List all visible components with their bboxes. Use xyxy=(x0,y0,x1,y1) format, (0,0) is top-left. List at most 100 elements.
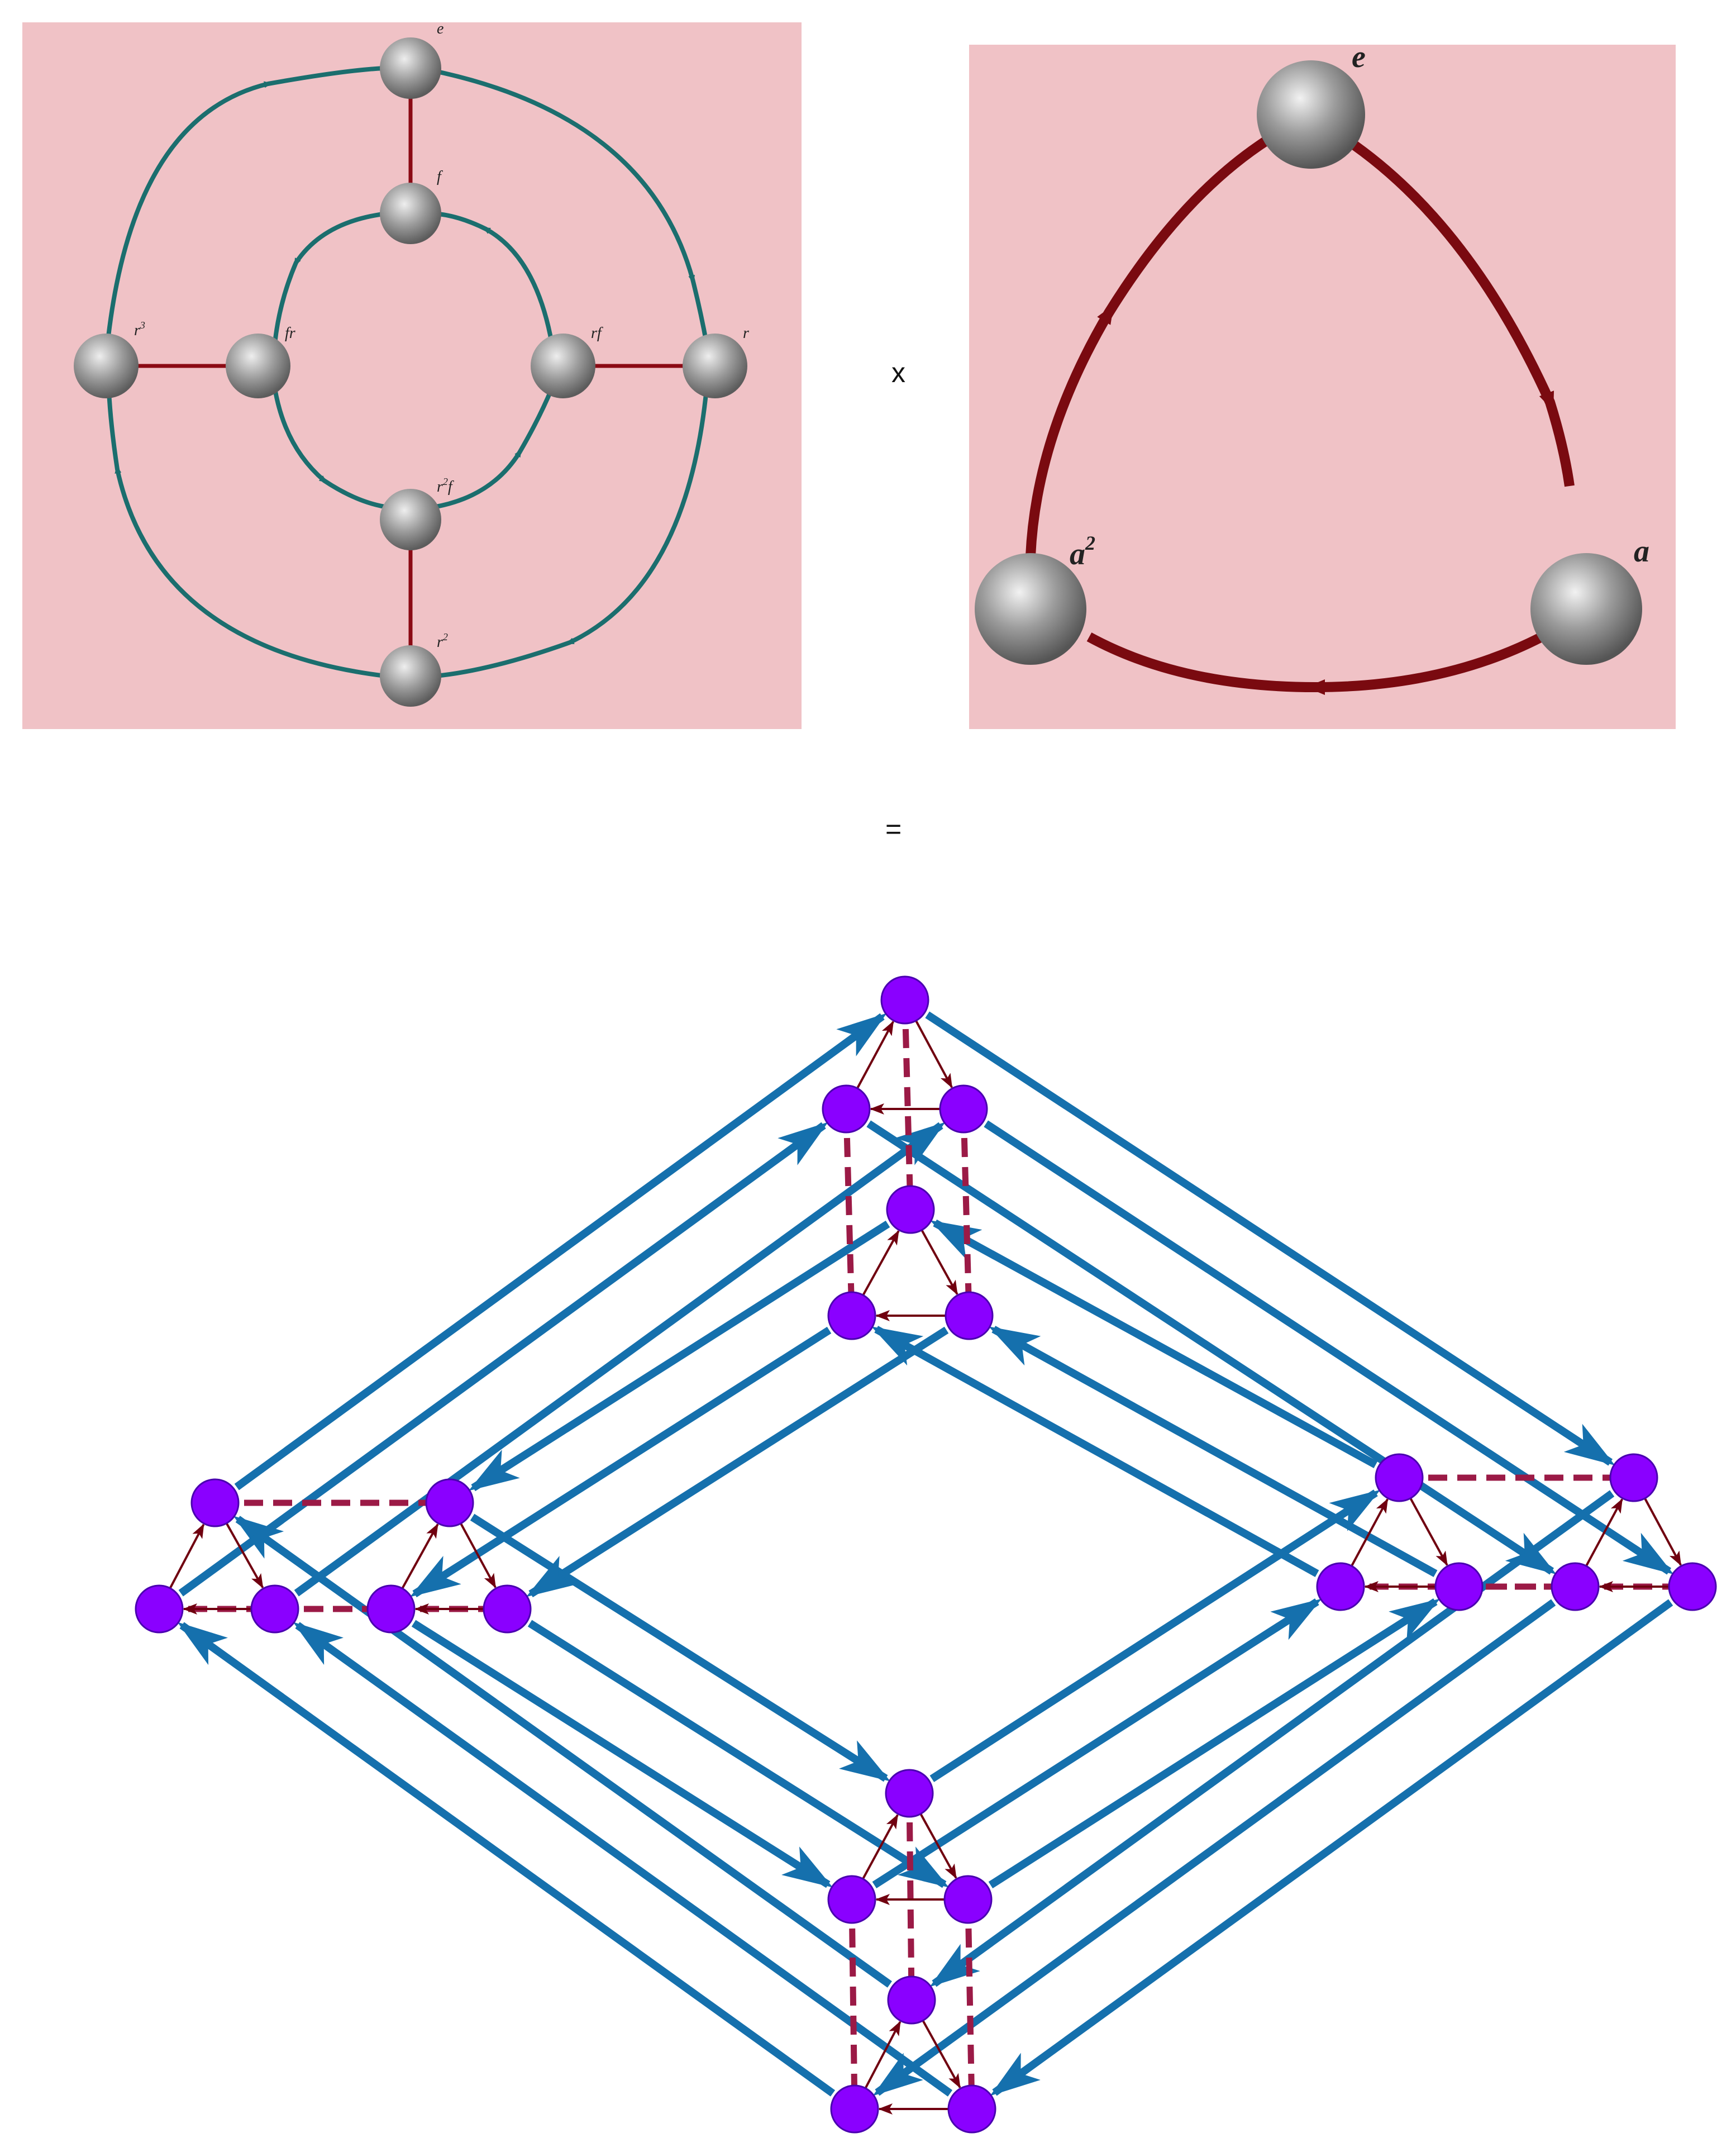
product-node-u1 xyxy=(886,1185,935,1234)
blue-edge-u2-m2 xyxy=(409,1326,832,1598)
product-node-u3 xyxy=(945,1291,994,1340)
product-node-c3 xyxy=(947,2084,996,2134)
blue-edge-t3-s3 xyxy=(984,1120,1674,1575)
product-node-r1 xyxy=(1375,1453,1424,1502)
left-labels: e f r3 fr rf r r2f r2 xyxy=(134,22,749,651)
tri-edge-b2-b1 xyxy=(862,1813,899,1880)
product-node-t1 xyxy=(880,975,929,1025)
blue-edge-s2-c2 xyxy=(872,1599,1556,2096)
dashed-edge-t2-u2 xyxy=(843,1108,855,1316)
label-r2f: r2f xyxy=(437,476,454,496)
blue-edge-c3-l3 xyxy=(293,1622,953,2097)
equals-operator: = xyxy=(885,813,902,845)
right-cycle-edges xyxy=(1026,135,1575,695)
edge-r-to-r2 xyxy=(435,388,709,678)
blue-edge-s1-c1 xyxy=(929,1490,1615,1987)
right-cayley-graph-panel: e a a2 xyxy=(969,45,1676,729)
blue-edge-r1-u1 xyxy=(930,1219,1378,1469)
label-r2: r2 xyxy=(437,631,448,651)
left-cayley-graph-panel: e f r3 fr rf r r2f r2 xyxy=(22,22,802,729)
dashed-edge-b1-c1 xyxy=(906,1793,915,2001)
product-nodes xyxy=(135,975,1717,2134)
edge-fr-to-r2f xyxy=(273,388,389,510)
label-rf: rf xyxy=(591,325,603,342)
product-node-b1 xyxy=(885,1769,934,1818)
tri-edge-c1-c3 xyxy=(922,2020,961,2089)
blue-edge-u1-m1 xyxy=(468,1220,890,1492)
edge-r3-to-e xyxy=(104,66,386,358)
node-r2 xyxy=(380,645,441,707)
right-nodes xyxy=(975,60,1642,665)
product-node-m2 xyxy=(366,1584,416,1634)
blue-edge-c2-l2 xyxy=(177,1622,836,2097)
product-blue-edges xyxy=(177,1011,1674,2097)
product-node-t2 xyxy=(822,1084,871,1134)
blue-edge-r3-u3 xyxy=(989,1326,1438,1577)
tri-edge-s1-s3 xyxy=(1644,1498,1682,1567)
tri-edge-l2-l1 xyxy=(169,1523,205,1589)
tri-edge-u1-u3 xyxy=(921,1229,958,1296)
tri-edge-m1-m3 xyxy=(460,1522,497,1589)
node-e xyxy=(1257,60,1365,169)
product-node-r3 xyxy=(1434,1562,1484,1611)
product-node-b3 xyxy=(943,1875,993,1924)
blue-edge-l2-t2 xyxy=(178,1122,828,1597)
blue-edge-c1-l1 xyxy=(233,1516,892,1988)
product-node-u2 xyxy=(827,1291,876,1340)
edge-rf-to-f xyxy=(432,211,554,344)
product-node-r2 xyxy=(1316,1562,1365,1611)
label-r: r xyxy=(743,325,749,342)
blue-edge-m1-b1 xyxy=(470,1513,891,1782)
left-inner-loop xyxy=(273,211,554,510)
edge-a2-to-e xyxy=(1026,135,1271,556)
tri-edge-u2-u1 xyxy=(862,1230,900,1296)
label-e: e xyxy=(437,22,443,37)
node-rf xyxy=(531,334,595,398)
tri-edge-t1-t3 xyxy=(915,1020,953,1089)
dashed-edge-b2-c2 xyxy=(848,1899,858,2110)
product-node-l3 xyxy=(250,1584,299,1634)
blue-edge-r2-u2 xyxy=(871,1326,1319,1577)
blue-edge-b1-r1 xyxy=(929,1489,1381,1782)
label-f: f xyxy=(437,168,443,185)
node-e xyxy=(380,37,441,99)
product-node-c1 xyxy=(887,1975,936,2025)
product-node-t3 xyxy=(939,1084,988,1134)
product-node-c2 xyxy=(830,2084,879,2134)
edge-a-to-a2 xyxy=(1086,632,1544,695)
node-fr xyxy=(226,334,290,398)
product-node-l2 xyxy=(135,1584,184,1634)
blue-edge-t1-s1 xyxy=(925,1011,1615,1466)
blue-edge-m3-b3 xyxy=(527,1620,950,1888)
blue-edge-b2-r2 xyxy=(872,1598,1322,1888)
tri-edge-s2-s1 xyxy=(1585,1498,1623,1567)
product-red-dashed-edges xyxy=(159,999,1692,2110)
dashed-edge-t3-u3 xyxy=(960,1108,972,1316)
product-node-l1 xyxy=(190,1478,240,1527)
node-f xyxy=(380,183,441,244)
left-outer-loop xyxy=(104,66,709,678)
blue-edge-m2-b2 xyxy=(411,1620,833,1888)
edge-r2-to-r3 xyxy=(107,391,386,678)
tri-edge-r2-r1 xyxy=(1351,1498,1389,1567)
node-r xyxy=(683,334,747,398)
label-a: a xyxy=(1634,534,1649,569)
label-a2: a2 xyxy=(1070,532,1095,572)
label-fr: fr xyxy=(285,325,295,342)
blue-edge-u3-m3 xyxy=(526,1326,949,1598)
product-node-s1 xyxy=(1609,1453,1658,1502)
blue-edge-b3-r3 xyxy=(988,1598,1441,1889)
product-triangle-edges xyxy=(169,1020,1682,2115)
node-r3 xyxy=(74,334,139,398)
edge-f-to-fr xyxy=(273,211,389,344)
dashed-edge-b3-c3 xyxy=(965,1899,975,2110)
left-nodes xyxy=(74,37,747,707)
blue-edge-l3-t3 xyxy=(294,1122,946,1597)
product-node-s3 xyxy=(1668,1562,1717,1611)
label-r3: r3 xyxy=(134,320,145,339)
node-a xyxy=(1530,553,1642,665)
tri-edge-m2-m1 xyxy=(401,1523,439,1589)
edge-e-to-a xyxy=(1351,141,1575,487)
tri-edge-r1-r3 xyxy=(1409,1497,1448,1567)
